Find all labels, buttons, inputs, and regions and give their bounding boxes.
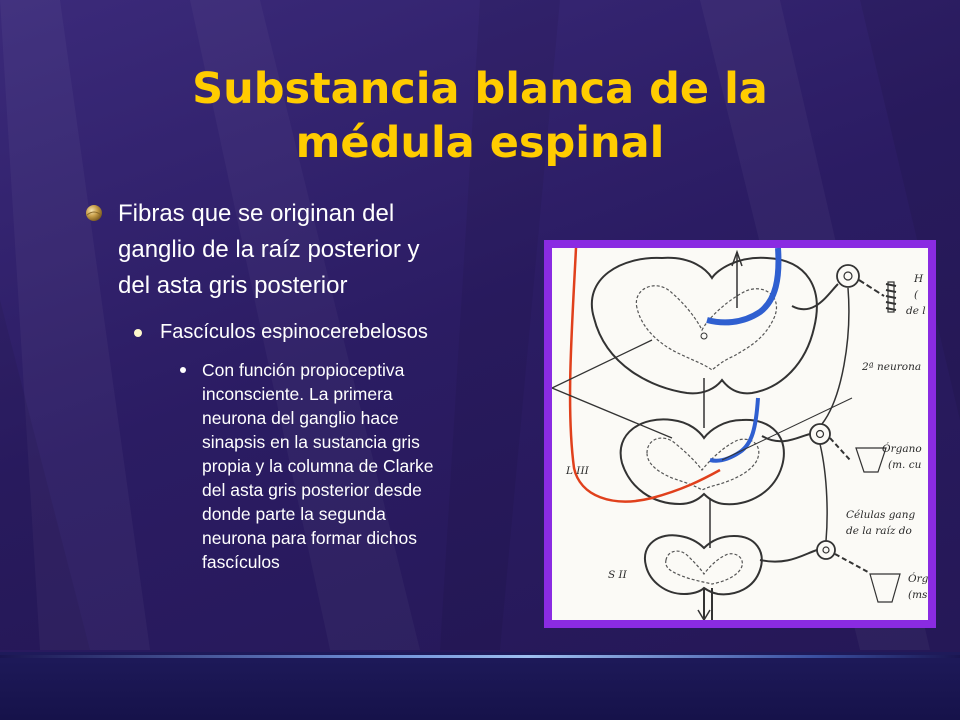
slide-title: Substancia blanca de la médula espinal bbox=[110, 62, 850, 170]
label-h-2: ( bbox=[914, 289, 919, 301]
organ-icon bbox=[869, 573, 901, 603]
ganglion-cell-icon bbox=[809, 423, 831, 445]
label-s2: S II bbox=[608, 569, 628, 581]
bullet-level-3: Con función propioceptiva inconsciente. … bbox=[84, 358, 534, 574]
spinal-cord-diagram-frame: H ( de l 2ª neurona Órgano (m. cu Célula… bbox=[544, 240, 936, 628]
bullet-1-line-3: del asta gris posterior bbox=[118, 272, 348, 299]
gray-matter-middle bbox=[646, 437, 760, 491]
central-canal-upper bbox=[700, 332, 708, 340]
footer-bar bbox=[0, 652, 960, 720]
label-organo-1: Órgano bbox=[882, 441, 922, 455]
gray-matter-lower bbox=[665, 550, 743, 585]
ganglion-cell-icon bbox=[816, 540, 836, 560]
label-h-3: de l bbox=[906, 305, 926, 317]
bullet-list: Fibras que se originan del ganglio de la… bbox=[84, 196, 534, 574]
receptor-icon bbox=[885, 283, 897, 311]
label-celulas-2: de la raíz do bbox=[846, 525, 912, 537]
label-organo-2: Órg bbox=[908, 571, 928, 585]
bullet-3-line: del asta gris posterior desde bbox=[202, 480, 422, 500]
spinal-cord-diagram: H ( de l 2ª neurona Órgano (m. cu Célula… bbox=[552, 248, 928, 620]
label-h: H bbox=[913, 273, 924, 285]
blue-tract bbox=[706, 248, 782, 326]
sphere-bullet-icon bbox=[86, 205, 102, 221]
bullet-1-line-1: Fibras que se originan del bbox=[118, 200, 395, 227]
bullet-3-line: fascículos bbox=[202, 552, 280, 572]
bullet-3-line: sinapsis en la sustancia gris bbox=[202, 432, 420, 452]
organ-icon bbox=[855, 447, 887, 473]
cord-section-lower bbox=[643, 534, 763, 596]
pointer-lines bbox=[552, 339, 673, 439]
label-segunda-neurona: 2ª neurona bbox=[861, 361, 921, 373]
cord-section-upper bbox=[591, 256, 818, 395]
spinal-cord-illustration: H ( de l 2ª neurona Órgano (m. cu Célula… bbox=[552, 248, 928, 620]
bullet-3-line: donde parte la segunda bbox=[202, 504, 386, 524]
bullet-3-line: neurona para formar dichos bbox=[202, 528, 417, 548]
bullet-3-line: neurona del ganglio hace bbox=[202, 408, 399, 428]
title-line-1: Substancia blanca de la bbox=[192, 64, 768, 114]
dot-bullet-icon bbox=[134, 329, 142, 337]
bullet-level-1: Fibras que se originan del ganglio de la… bbox=[84, 196, 534, 304]
label-l3: L III bbox=[565, 465, 590, 477]
footer-divider bbox=[0, 655, 960, 658]
bullet-level-2: Fascículos espinocerebelosos bbox=[84, 318, 534, 346]
label-celulas-1: Células gang bbox=[846, 509, 915, 521]
cord-section-middle bbox=[619, 418, 785, 506]
bullet-3-line: Con función propioceptiva bbox=[202, 360, 405, 380]
ganglion-cell-icon bbox=[836, 264, 860, 288]
bullet-2-text: Fascículos espinocerebelosos bbox=[160, 321, 428, 343]
bullet-3-line: propia y la columna de Clarke bbox=[202, 456, 434, 476]
gray-matter-upper bbox=[635, 285, 777, 371]
label-organo-1-sub: (m. cu bbox=[888, 459, 922, 471]
red-tract bbox=[568, 248, 721, 503]
dot-bullet-icon bbox=[180, 367, 186, 373]
title-line-2: médula espinal bbox=[295, 118, 665, 168]
bullet-3-line: inconsciente. La primera bbox=[202, 384, 393, 404]
bullet-1-line-2: ganglio de la raíz posterior y bbox=[118, 236, 420, 263]
label-organo-2-sub: (ms bbox=[908, 589, 928, 601]
